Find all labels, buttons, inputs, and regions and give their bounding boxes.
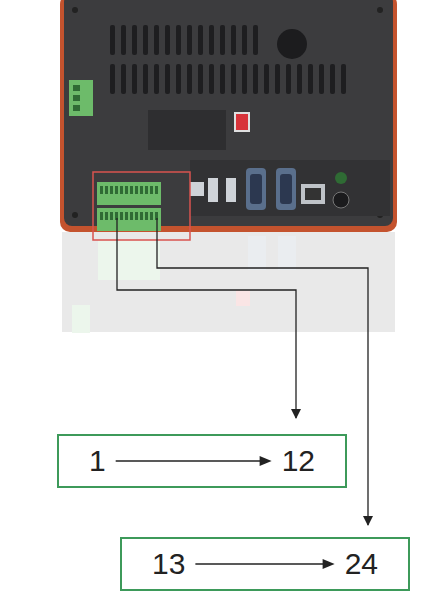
pin-number: 12 [282,446,315,476]
range-arrow-head [260,456,272,466]
pin-number: 1 [89,446,106,476]
pin-number: 24 [345,549,378,579]
pin-range-box: 13 24 [120,537,410,591]
pin-number: 13 [152,549,185,579]
pin-range-box: 1 12 [57,434,347,488]
range-arrow-line [116,460,262,462]
range-arrow-head [323,559,335,569]
range-arrow-line [195,563,324,565]
